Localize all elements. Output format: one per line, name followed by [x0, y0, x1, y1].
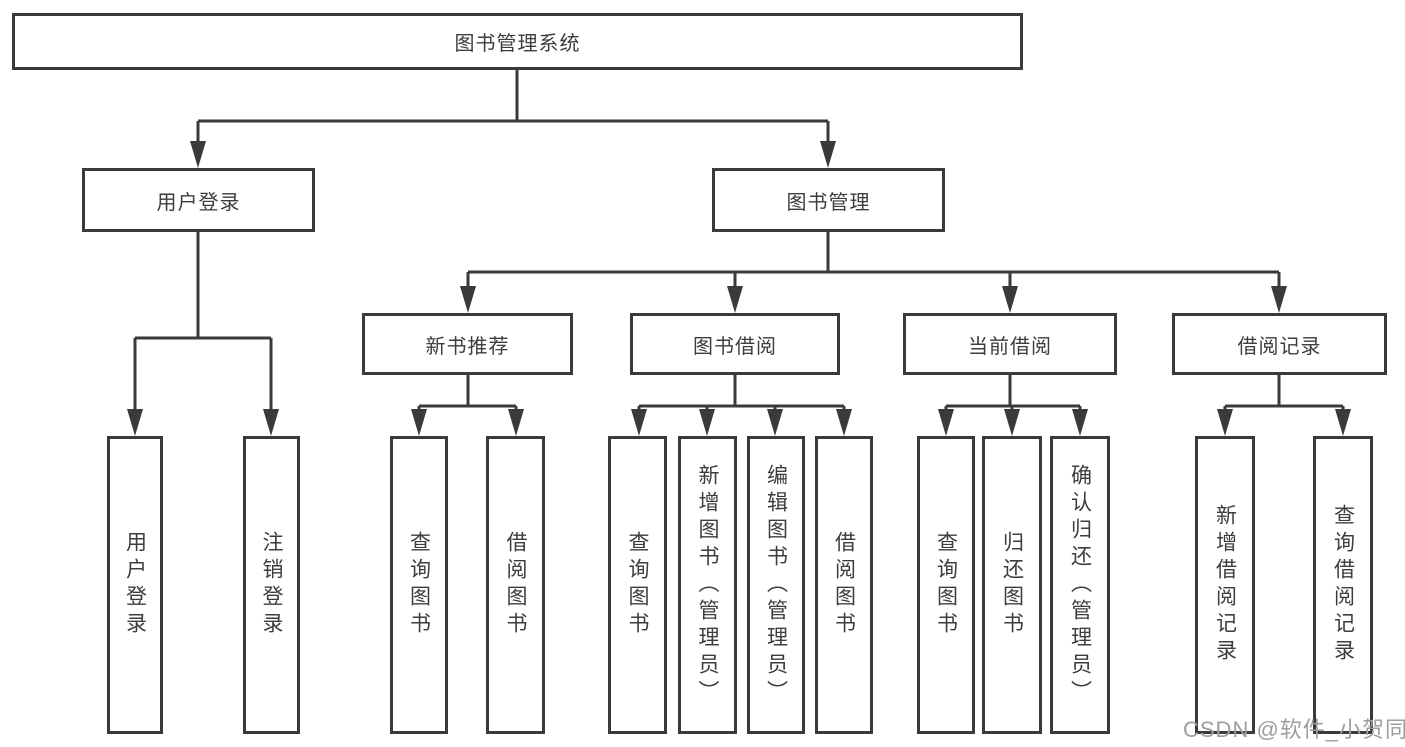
- leaf-records-query-record: 查询借阅记录: [1313, 436, 1373, 734]
- arrowhead-down-icon: [727, 286, 743, 313]
- node-borrowing-records: 借阅记录: [1172, 313, 1387, 375]
- arrowhead-down-icon: [631, 409, 647, 436]
- arrowhead-down-icon: [767, 409, 783, 436]
- leaf-records-add-record: 新增借阅记录: [1195, 436, 1255, 734]
- leaf-newrec-borrow-books-label: 借阅图书: [504, 531, 527, 639]
- arrowhead-down-icon: [127, 409, 143, 436]
- node-root-label: 图书管理系统: [454, 33, 581, 55]
- arrowhead-down-icon: [1271, 286, 1287, 313]
- leaf-user-login: 用户登录: [107, 436, 163, 734]
- leaf-current-return-books: 归还图书: [982, 436, 1042, 734]
- leaf-current-return-books-label: 归还图书: [1000, 531, 1024, 639]
- leaf-current-query-books-label: 查询图书: [934, 531, 958, 639]
- node-new-book-recommend: 新书推荐: [362, 313, 573, 375]
- leaf-newrec-query-books-label: 查询图书: [407, 531, 431, 639]
- arrowhead-down-icon: [938, 409, 954, 436]
- node-current-borrowing: 当前借阅: [903, 313, 1117, 375]
- leaf-borrow-borrow-books-label: 借阅图书: [832, 531, 856, 639]
- arrowhead-down-icon: [1335, 409, 1351, 436]
- node-book-borrowing-label: 图书借阅: [693, 335, 777, 358]
- leaf-current-confirm-return-admin: 确认归还（管理员）: [1050, 436, 1110, 734]
- arrowhead-down-icon: [263, 409, 279, 436]
- arrowhead-down-icon: [190, 141, 206, 168]
- leaf-logout: 注销登录: [243, 436, 300, 734]
- arrowhead-down-icon: [1002, 286, 1018, 313]
- leaf-user-login-label: 用户登录: [123, 531, 147, 639]
- leaf-borrow-add-books-admin-label: 新增图书（管理员）: [696, 463, 719, 707]
- arrowhead-down-icon: [1072, 409, 1088, 436]
- node-current-borrowing-label: 当前借阅: [968, 335, 1052, 358]
- leaf-logout-label: 注销登录: [260, 531, 283, 639]
- leaf-newrec-query-books: 查询图书: [390, 436, 448, 734]
- node-user-login: 用户登录: [82, 168, 315, 232]
- node-root: 图书管理系统: [12, 13, 1023, 70]
- leaf-records-query-record-label: 查询借阅记录: [1331, 504, 1355, 666]
- arrowhead-down-icon: [820, 141, 836, 168]
- arrowhead-down-icon: [1004, 409, 1020, 436]
- arrowhead-down-icon: [411, 409, 427, 436]
- arrowhead-down-icon: [508, 409, 524, 436]
- leaf-borrow-edit-books-admin-label: 编辑图书（管理员）: [764, 463, 788, 707]
- leaf-current-confirm-return-admin-label: 确认归还（管理员）: [1068, 463, 1092, 707]
- node-user-login-label: 用户登录: [156, 191, 241, 214]
- node-book-borrowing: 图书借阅: [630, 313, 840, 375]
- leaf-borrow-add-books-admin: 新增图书（管理员）: [678, 436, 737, 734]
- leaf-borrow-query-books: 查询图书: [608, 436, 667, 734]
- leaf-current-query-books: 查询图书: [917, 436, 975, 734]
- leaf-borrow-edit-books-admin: 编辑图书（管理员）: [747, 436, 805, 734]
- node-book-management-label: 图书管理: [786, 191, 871, 214]
- node-book-management: 图书管理: [712, 168, 945, 232]
- leaf-borrow-borrow-books: 借阅图书: [815, 436, 873, 734]
- leaf-borrow-query-books-label: 查询图书: [626, 531, 649, 639]
- node-new-book-recommend-label: 新书推荐: [425, 335, 510, 358]
- node-borrowing-records-label: 借阅记录: [1237, 335, 1322, 358]
- arrowhead-down-icon: [460, 286, 476, 313]
- arrowhead-down-icon: [1217, 409, 1233, 436]
- watermark: CSDN @软件_小贺同学: [1183, 717, 1405, 742]
- leaf-newrec-borrow-books: 借阅图书: [486, 436, 545, 734]
- arrowhead-down-icon: [836, 409, 852, 436]
- leaf-records-add-record-label: 新增借阅记录: [1213, 504, 1237, 666]
- arrowhead-down-icon: [699, 409, 715, 436]
